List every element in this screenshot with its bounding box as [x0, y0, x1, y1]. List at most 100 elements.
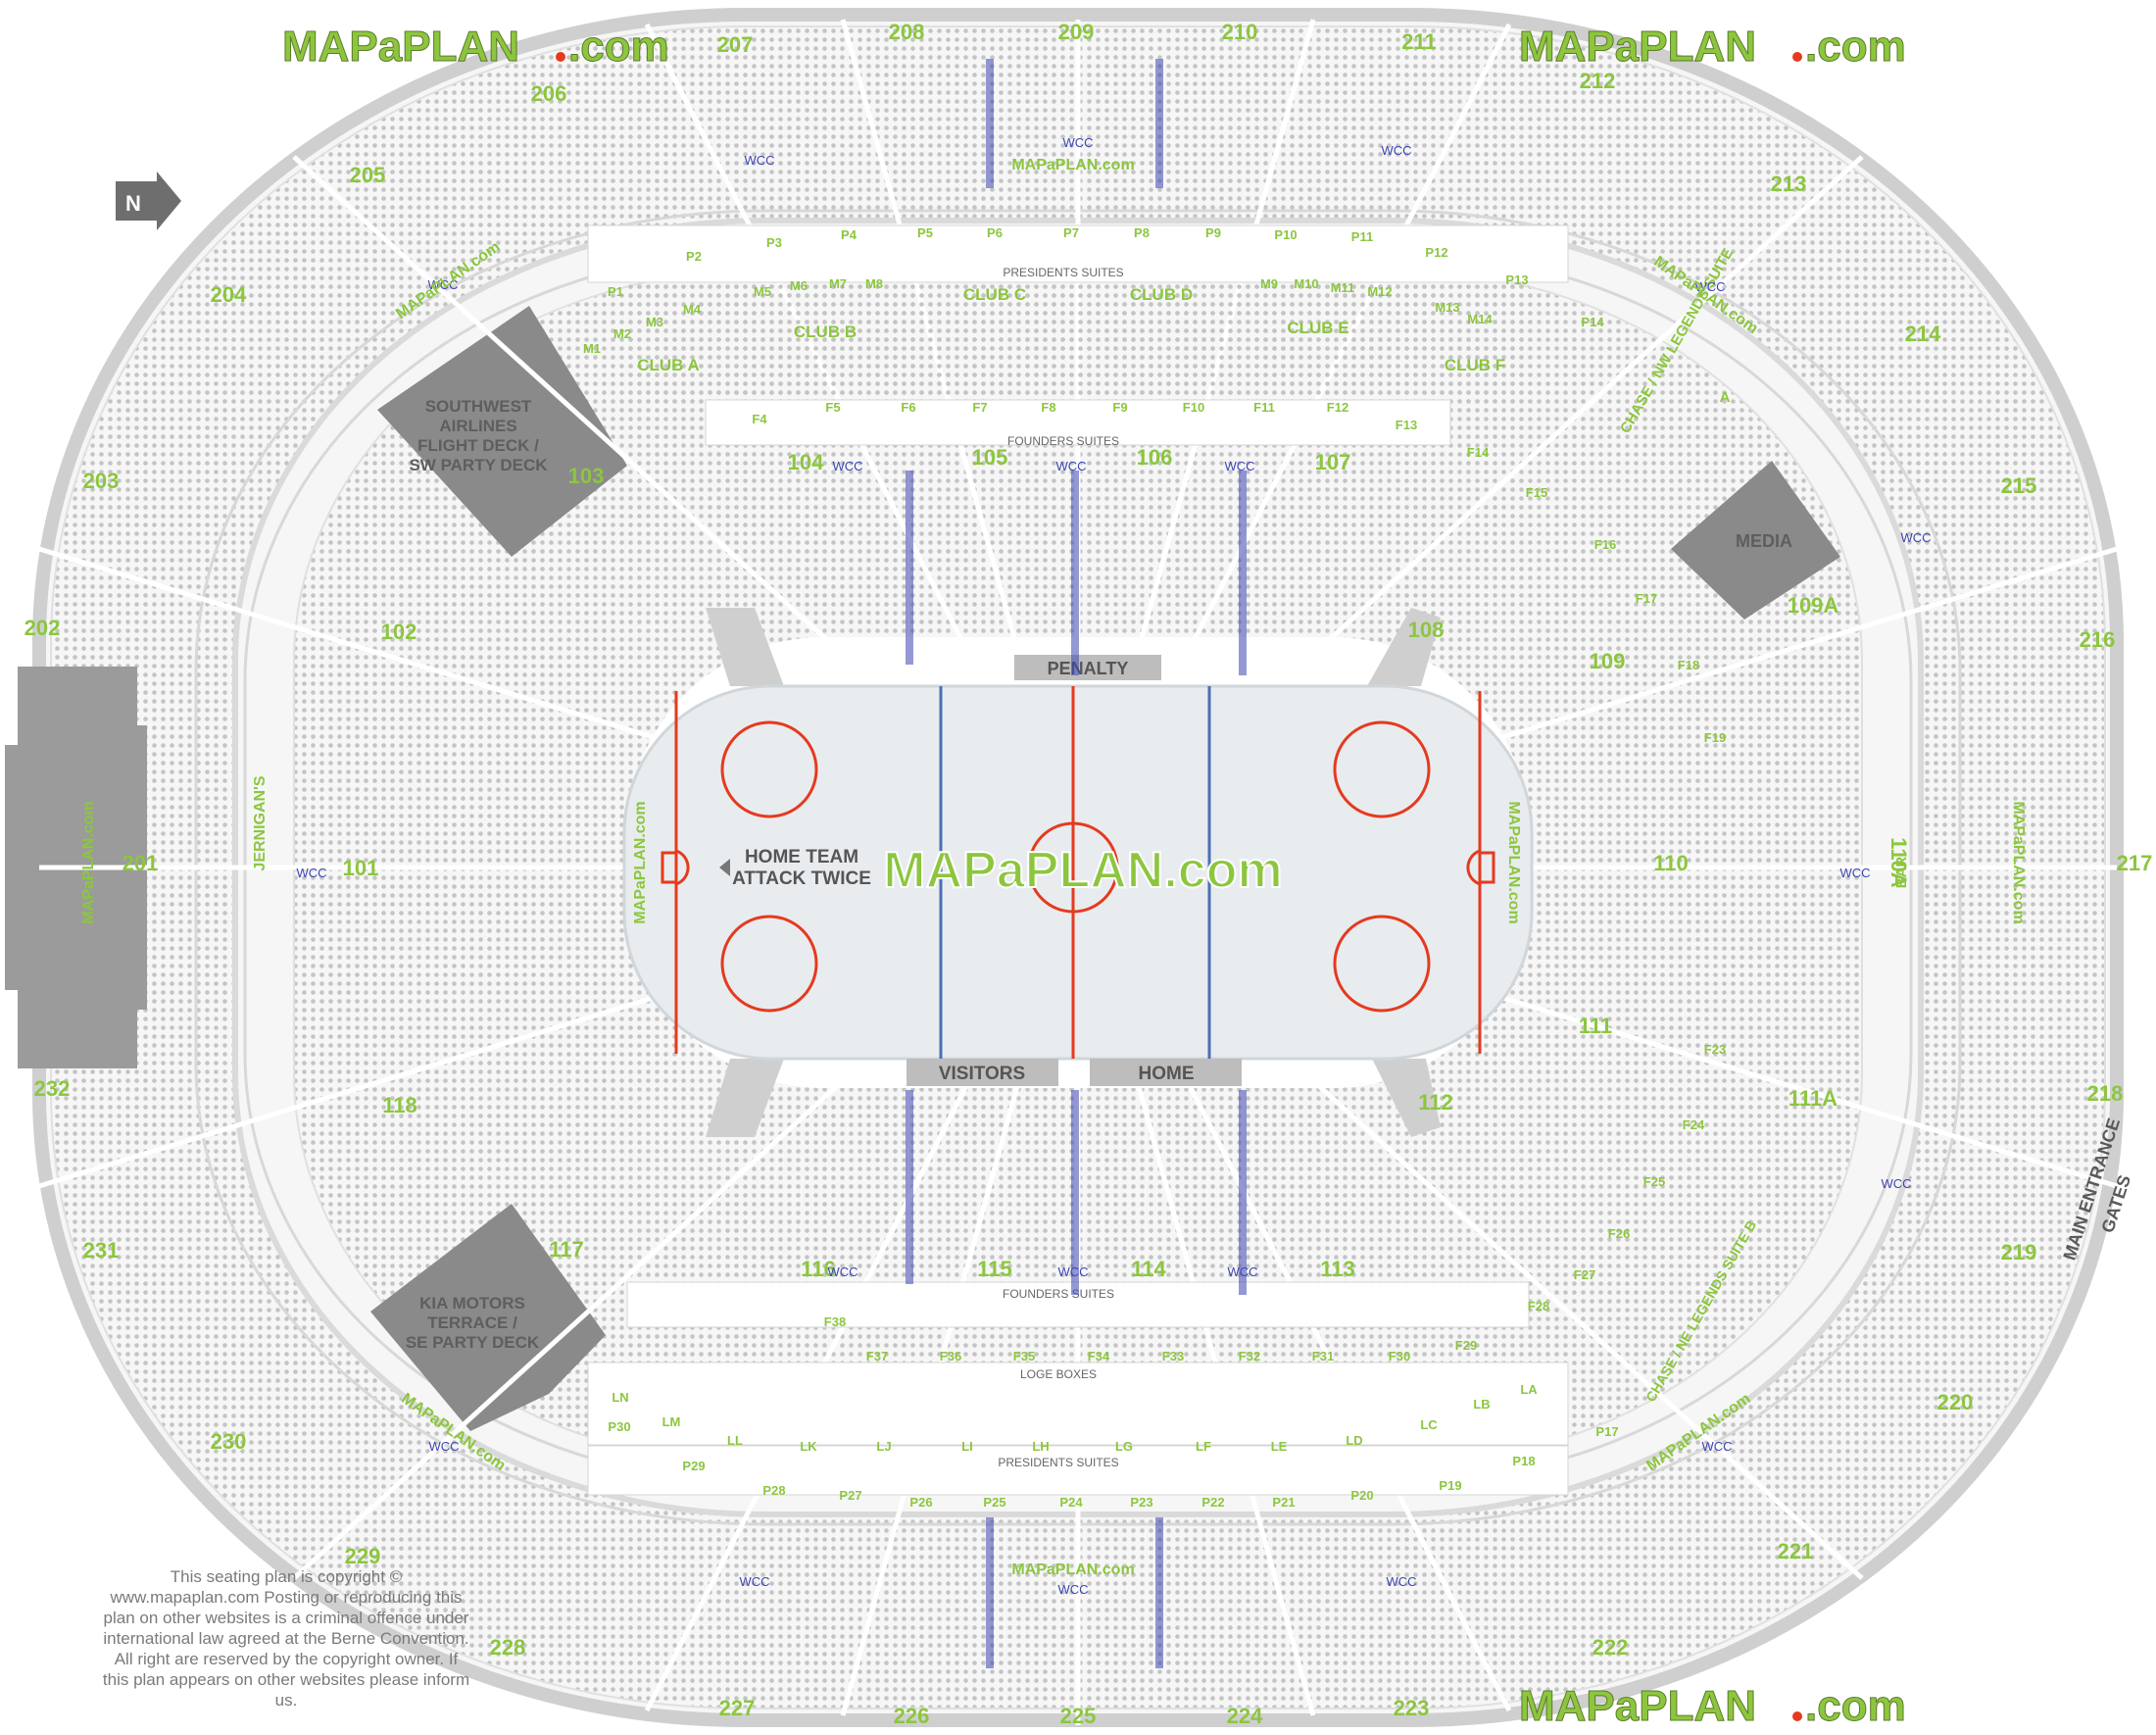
suite-top-p11[interactable]: P11 — [1351, 229, 1373, 244]
suite-top-p1[interactable]: P1 — [608, 284, 623, 299]
suite-top-f13[interactable]: F13 — [1396, 418, 1417, 432]
suite-bottom-f29[interactable]: F29 — [1455, 1338, 1477, 1353]
section-221[interactable]: 221 — [1778, 1539, 1814, 1563]
suite-top-p13[interactable]: P13 — [1505, 273, 1528, 287]
suite-bottom-p21[interactable]: P21 — [1272, 1495, 1295, 1510]
suite-top-m10[interactable]: M10 — [1294, 276, 1318, 291]
section-226[interactable]: 226 — [894, 1704, 930, 1728]
suite-top-m8[interactable]: M8 — [865, 276, 883, 291]
section-222[interactable]: 222 — [1592, 1635, 1629, 1660]
suite-top-p4[interactable]: P4 — [841, 227, 858, 242]
suite-bottom-f25[interactable]: F25 — [1643, 1174, 1665, 1189]
suite-top-m1[interactable]: M1 — [583, 341, 601, 356]
loge-lf[interactable]: LF — [1196, 1439, 1211, 1454]
suite-top-p6[interactable]: P6 — [987, 225, 1003, 240]
suite-top-p9[interactable]: P9 — [1205, 225, 1221, 240]
section-203[interactable]: 203 — [83, 469, 120, 493]
suite-bottom-f38[interactable]: F38 — [824, 1314, 846, 1329]
section-117[interactable]: 117 — [549, 1237, 584, 1262]
section-116[interactable]: 116 — [801, 1257, 836, 1281]
suite-bottom-f23[interactable]: F23 — [1704, 1042, 1726, 1057]
section-118[interactable]: 118 — [382, 1093, 417, 1117]
suite-bottom-f35[interactable]: F35 — [1013, 1349, 1035, 1363]
section-109a[interactable]: 109A — [1788, 593, 1839, 618]
section-113[interactable]: 113 — [1320, 1257, 1355, 1281]
suite-top-f12[interactable]: F12 — [1327, 400, 1348, 415]
suite-top-m7[interactable]: M7 — [829, 276, 847, 291]
suite-top-m5[interactable]: M5 — [754, 284, 771, 299]
loge-lb[interactable]: LB — [1473, 1397, 1490, 1412]
suite-bottom-p30[interactable]: P30 — [608, 1419, 630, 1434]
suite-top-m6[interactable]: M6 — [790, 278, 808, 293]
suite-top-m13[interactable]: M13 — [1435, 300, 1459, 315]
section-201[interactable]: 201 — [122, 851, 159, 875]
section-105[interactable]: 105 — [972, 445, 1008, 470]
suite-bottom-f34[interactable]: F34 — [1088, 1349, 1110, 1363]
section-227[interactable]: 227 — [719, 1696, 756, 1720]
section-108[interactable]: 108 — [1408, 618, 1445, 642]
section-207[interactable]: 207 — [717, 32, 754, 57]
suite-bottom-f30[interactable]: F30 — [1389, 1349, 1410, 1363]
section-209[interactable]: 209 — [1058, 20, 1095, 44]
suite-bottom-p22[interactable]: P22 — [1201, 1495, 1224, 1510]
suite-top-f18[interactable]: F18 — [1678, 658, 1699, 672]
section-102[interactable]: 102 — [381, 620, 417, 644]
section-213[interactable]: 213 — [1771, 172, 1807, 196]
suite-bottom-f33[interactable]: F33 — [1162, 1349, 1184, 1363]
suite-bottom-p18[interactable]: P18 — [1512, 1454, 1535, 1468]
section-219[interactable]: 219 — [2001, 1240, 2037, 1264]
suite-top-f5[interactable]: F5 — [825, 400, 840, 415]
section-232[interactable]: 232 — [34, 1076, 71, 1101]
suite-top-f11[interactable]: F11 — [1253, 400, 1275, 415]
suite-top-p5[interactable]: P5 — [917, 225, 933, 240]
loge-lh[interactable]: LH — [1032, 1439, 1049, 1454]
section-210[interactable]: 210 — [1222, 20, 1258, 44]
suite-bottom-f26[interactable]: F26 — [1608, 1226, 1630, 1241]
suite-top-p14[interactable]: P14 — [1581, 315, 1604, 329]
section-215[interactable]: 215 — [2001, 473, 2037, 498]
section-229[interactable]: 229 — [345, 1544, 381, 1568]
suite-top-f16[interactable]: F16 — [1594, 537, 1616, 552]
suite-top-f4[interactable]: F4 — [752, 412, 767, 426]
suite-top-m4[interactable]: M4 — [683, 302, 702, 317]
suite-top-p2[interactable]: P2 — [686, 249, 702, 264]
suite-bottom-p28[interactable]: P28 — [762, 1483, 785, 1498]
loge-ld[interactable]: LD — [1346, 1433, 1362, 1448]
section-107[interactable]: 107 — [1315, 450, 1351, 474]
section-115[interactable]: 115 — [977, 1257, 1012, 1281]
loge-lg[interactable]: LG — [1115, 1439, 1133, 1454]
suite-bottom-p29[interactable]: P29 — [682, 1459, 705, 1473]
suite-top-m2[interactable]: M2 — [613, 326, 631, 341]
section-114[interactable]: 114 — [1131, 1257, 1166, 1281]
suite-top-f15[interactable]: F15 — [1526, 485, 1547, 500]
suite-top-p8[interactable]: P8 — [1134, 225, 1150, 240]
section-218[interactable]: 218 — [2087, 1081, 2124, 1106]
section-212[interactable]: 212 — [1580, 69, 1616, 93]
loge-lc[interactable]: LC — [1420, 1417, 1438, 1432]
section-111[interactable]: 111 — [1579, 1014, 1612, 1038]
suite-top-f6[interactable]: F6 — [901, 400, 915, 415]
suite-bottom-f36[interactable]: F36 — [940, 1349, 961, 1363]
suite-bottom-f24[interactable]: F24 — [1683, 1117, 1705, 1132]
section-220[interactable]: 220 — [1937, 1390, 1974, 1414]
section-223[interactable]: 223 — [1394, 1696, 1430, 1720]
suite-top-f7[interactable]: F7 — [972, 400, 987, 415]
suite-bottom-p25[interactable]: P25 — [983, 1495, 1005, 1510]
suite-bottom-f28[interactable]: F28 — [1528, 1299, 1549, 1314]
section-228[interactable]: 228 — [490, 1635, 526, 1660]
suite-bottom-f27[interactable]: F27 — [1574, 1267, 1595, 1282]
section-109[interactable]: 109 — [1590, 649, 1626, 673]
suite-top-m14[interactable]: M14 — [1467, 312, 1493, 326]
loge-le[interactable]: LE — [1271, 1439, 1288, 1454]
section-106[interactable]: 106 — [1137, 445, 1173, 470]
suite-bottom-f31[interactable]: F31 — [1312, 1349, 1334, 1363]
suite-bottom-f32[interactable]: F32 — [1239, 1349, 1260, 1363]
suite-top-m12[interactable]: M12 — [1367, 284, 1392, 299]
loge-la[interactable]: LA — [1520, 1382, 1538, 1397]
suite-top-m9[interactable]: M9 — [1260, 276, 1278, 291]
loge-lj[interactable]: LJ — [876, 1439, 891, 1454]
loge-lm[interactable]: LM — [662, 1414, 681, 1429]
suite-bottom-p23[interactable]: P23 — [1130, 1495, 1152, 1510]
section-224[interactable]: 224 — [1227, 1704, 1263, 1728]
suite-bottom-f37[interactable]: F37 — [866, 1349, 888, 1363]
